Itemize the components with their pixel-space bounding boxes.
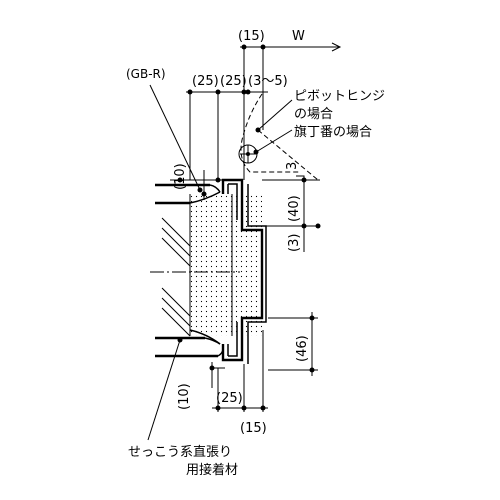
leader-lines bbox=[147, 84, 293, 441]
gypsum-board-fill bbox=[190, 194, 232, 336]
dim-width-symbol: W bbox=[292, 29, 305, 44]
dim-left-10-bottom: (10) bbox=[177, 383, 192, 410]
pivot-hinge-label-line2: の場合 bbox=[294, 107, 333, 122]
dim-right-46: (46) bbox=[295, 335, 310, 362]
steel-frame bbox=[221, 178, 267, 364]
gb-r-label: (GB-R) bbox=[126, 67, 166, 81]
note-labels: (GB-R) ピボットヒンジ の場合 旗丁番の場合 せっこう系直張り 用接着材 bbox=[126, 67, 385, 478]
flag-hinge-label: 旗丁番の場合 bbox=[294, 124, 372, 140]
gb-r-leader bbox=[149, 84, 201, 191]
frame-profile bbox=[221, 178, 264, 362]
wall-section bbox=[150, 183, 262, 358]
dimension-labels: (15) W (25) (25) (3～5) 3 (40) (3) (46) (… bbox=[173, 29, 310, 436]
pivot-leader bbox=[257, 99, 293, 131]
wall-hatching bbox=[161, 217, 191, 337]
adhesive-label-line1: せっこう系直張り bbox=[128, 445, 232, 460]
dim-right-3-paren: (3) bbox=[287, 234, 302, 252]
adhesive-leader bbox=[147, 339, 181, 441]
dim-bottom-25: (25) bbox=[216, 391, 243, 406]
adhesive-label-line2: 用接着材 bbox=[186, 462, 238, 478]
dim-top-15: (15) bbox=[238, 29, 265, 44]
hinge-details bbox=[238, 93, 320, 181]
left-dimensions bbox=[170, 170, 225, 388]
dim-right-40: (40) bbox=[287, 195, 302, 222]
bottom-dimensions bbox=[212, 330, 268, 412]
dim-top-25-left: (25) bbox=[192, 74, 219, 89]
dim-left-10-top: (10) bbox=[173, 163, 188, 190]
top-dimensions bbox=[186, 42, 342, 180]
right-dimensions bbox=[266, 175, 321, 376]
dim-gap-3-5: (3～5) bbox=[248, 74, 288, 89]
dim-bottom-15: (15) bbox=[240, 421, 267, 436]
pivot-hinge-label-line1: ピボットヒンジ bbox=[294, 89, 385, 104]
flag-leader bbox=[255, 129, 293, 153]
dim-right-3: 3 bbox=[285, 162, 300, 170]
dim-top-25-right: (25) bbox=[220, 74, 247, 89]
